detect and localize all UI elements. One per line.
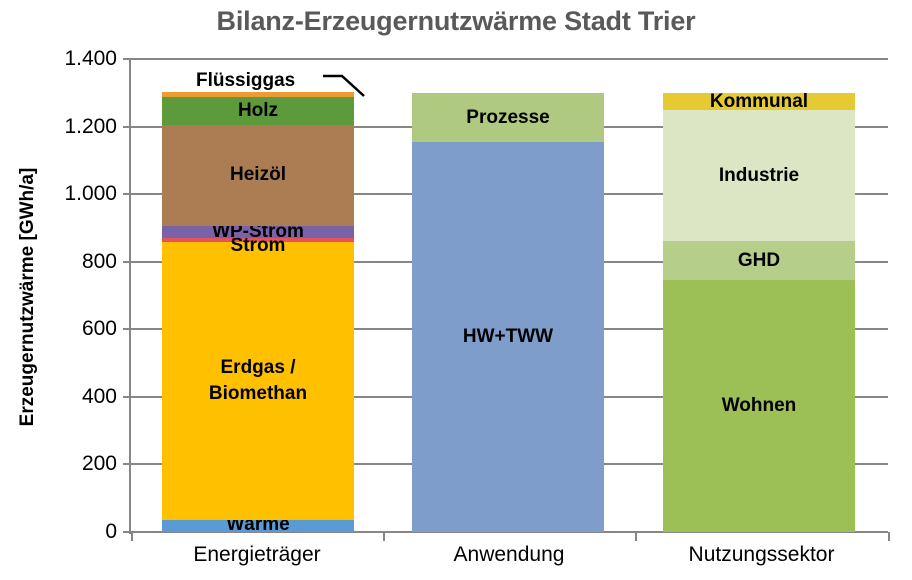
y-tick-mark [123, 328, 131, 331]
bar-segment-strom[interactable] [162, 238, 354, 243]
annotation-fluessiggas-label: Flüssiggas [196, 70, 296, 91]
bar-segment-flüssiggas[interactable] [162, 91, 354, 97]
y-tick-label: 200 [81, 452, 117, 476]
x-axis-label-nutzungssektor: Nutzungssektor [688, 543, 835, 566]
x-tick-mark [635, 532, 637, 541]
y-tick-label: 800 [81, 249, 117, 273]
x-axis-label-anwendung: Anwendung [453, 543, 565, 566]
bar-segment-industrie[interactable] [663, 110, 855, 242]
y-tick-label: 1.000 [64, 182, 117, 206]
bar-segment-hw+tww[interactable] [412, 142, 604, 532]
y-tick-mark [123, 395, 131, 398]
y-tick-label: 1.400 [64, 47, 117, 70]
y-tick-label: 400 [81, 384, 117, 408]
x-tick-mark [131, 532, 133, 541]
bar-segment-heizöl[interactable] [162, 124, 354, 226]
y-tick-mark [123, 58, 131, 60]
bar-segment-ghd[interactable] [663, 241, 855, 280]
y-tick-mark [123, 531, 131, 533]
y-axis-tick-labels: 0 200 400 600 800 1.000 1.200 1.400 [0, 0, 117, 580]
y-tick-label: 600 [81, 317, 117, 341]
x-axis-label-energieträger: Energieträger [193, 543, 321, 566]
y-tick-mark [123, 260, 131, 263]
y-axis-line [129, 59, 131, 534]
bar-segment-erdgas---biomethan[interactable] [162, 242, 354, 521]
x-tick-mark [383, 532, 385, 541]
bar-segment-wp-strom[interactable] [162, 225, 354, 239]
y-tick-mark [123, 193, 131, 196]
y-tick-mark [123, 463, 131, 466]
annotation-fluessiggas-leader-line [323, 74, 365, 97]
bar-segment-wohnen[interactable] [663, 279, 855, 532]
gridline-1.400 [131, 58, 888, 60]
bar-segment-kommunal[interactable] [663, 93, 855, 110]
bar-segment-prozesse[interactable] [412, 93, 604, 143]
y-tick-label: 1.200 [64, 114, 117, 138]
chart-title: Bilanz-Erzeugernutzwärme Stadt Trier [216, 6, 696, 36]
y-tick-label: 0 [105, 520, 117, 543]
x-tick-mark [888, 532, 890, 541]
y-tick-mark [123, 125, 131, 128]
gridline-0 [131, 531, 888, 533]
bar-segment-wärme[interactable] [162, 520, 354, 532]
bar-segment-holz[interactable] [162, 96, 354, 125]
